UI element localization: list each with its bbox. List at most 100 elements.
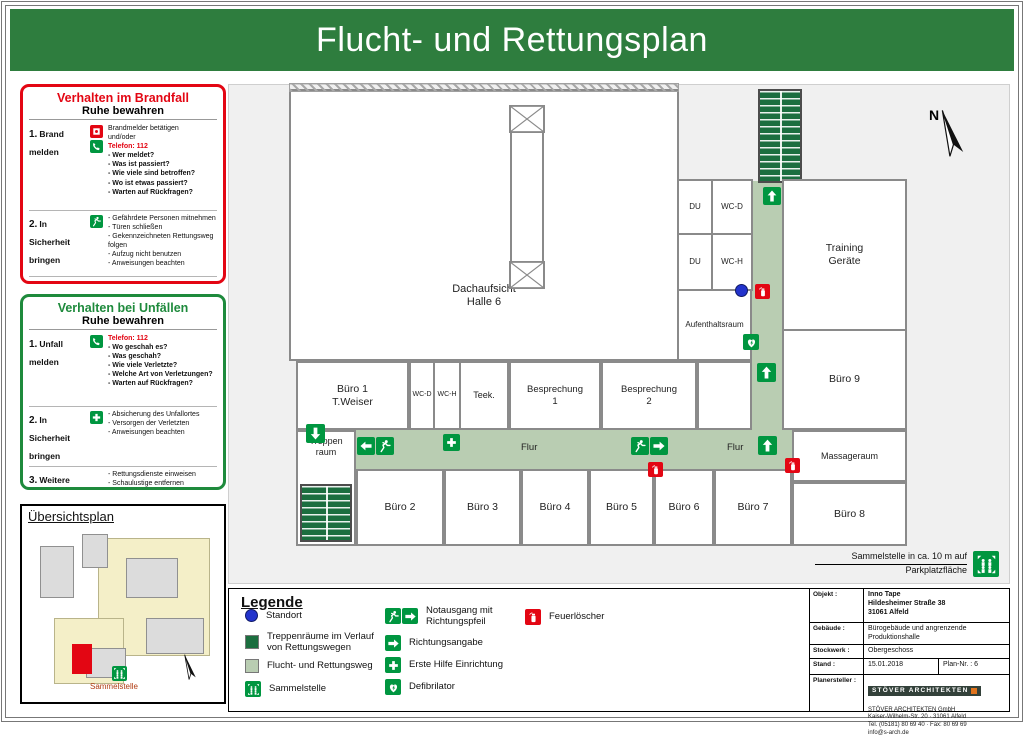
- info-panel: Objekt : Inno Tape Hildesheimer Straße 3…: [809, 589, 1009, 736]
- arrow-left-icon: [357, 437, 375, 455]
- legend-item-feuerloescher: Feuerlöscher: [525, 609, 604, 625]
- phone-icon: [90, 335, 103, 348]
- legend-item-standort: Standort: [245, 609, 302, 622]
- fire-extinguisher-icon: [755, 284, 770, 299]
- room-buero-9: Büro 9: [782, 329, 907, 430]
- fire-step-1: 1.Brand melden Brandmelder betätigen und…: [29, 121, 217, 210]
- room-wc-h: WC-H: [433, 361, 461, 430]
- step-head: 1.Brand melden: [29, 124, 87, 208]
- fire-instructions-panel: Verhalten im Brandfall Ruhe bewahren 1.B…: [20, 84, 226, 284]
- room-label: Treppen raum: [309, 436, 343, 457]
- assembly-note: Sammelstelle in ca. 10 m auf Parkplatzfl…: [815, 551, 967, 576]
- room-du-2: DU: [677, 233, 713, 291]
- north-arrow: N: [929, 107, 964, 157]
- instruction-line: und/oder: [108, 134, 136, 142]
- instruction-line: - Wer meldet?: [108, 152, 155, 160]
- instruction-line: - Anweisungen beachten: [108, 429, 185, 437]
- defibrillator-icon: [743, 334, 759, 350]
- legend-item-richtung: Richtungsangabe: [385, 635, 483, 651]
- instruction-line: - Versorgen der Verletzten: [108, 420, 190, 428]
- title-bar: Flucht- und Rettungsplan: [10, 9, 1014, 71]
- legend-label: Erste Hilfe Einrichtung: [409, 659, 503, 671]
- architect-address: STÖVER ARCHITEKTEN GmbH Kaiser-Wilhelm-S…: [868, 706, 967, 737]
- emergency-exit-sign: [385, 608, 418, 625]
- info-row-gebaeude: Gebäude : Bürogebäude und angrenzende Pr…: [810, 623, 1009, 645]
- info-value-stand: 15.01.2018: [864, 659, 939, 674]
- info-label: Stockwerk :: [810, 645, 864, 658]
- room-unlabeled: [697, 361, 752, 430]
- architect-logo: STÖVER ARCHITEKTEN: [868, 685, 982, 696]
- corridor-label: Flur: [727, 442, 744, 453]
- instruction-line: - Wie viele sind betroffen?: [108, 170, 196, 178]
- logo-square-icon: [971, 687, 978, 694]
- escape-route-color-swatch: [245, 659, 259, 673]
- step-head: 1.Unfall melden: [29, 334, 87, 404]
- step-label: Brand melden: [29, 129, 64, 157]
- legend-item-erstehilfe: Erste Hilfe Einrichtung: [385, 657, 503, 673]
- direction-arrow-up-icon: [758, 436, 777, 455]
- instruction-line: - Wo geschah es?: [108, 344, 168, 352]
- instruction-line: - Warten auf Rückfragen?: [108, 380, 193, 388]
- step-text: Telefon: 112 - Wo geschah es? - Was gesc…: [108, 334, 217, 404]
- stairwell-bottom: [300, 484, 352, 542]
- info-value-gebaeude: Bürogebäude und angrenzende Produktionsh…: [868, 625, 967, 641]
- step-number: 1.: [29, 129, 38, 140]
- emergency-number: Telefon: 112: [108, 335, 148, 342]
- room-massageraum: Massageraum: [792, 430, 907, 482]
- fire-step-3: 3.Löschversuch unternehmen - Feuerlösche…: [29, 276, 217, 281]
- info-label: Stand :: [810, 659, 864, 674]
- step-label: In Sicherheit bringen: [29, 415, 71, 461]
- step-text: - Absicherung des Unfallortes - Versorge…: [108, 410, 217, 464]
- instruction-line: - Was ist passiert?: [108, 161, 170, 169]
- room-wc-h-top: WC-H: [711, 233, 753, 291]
- instruction-line: Brandmelder betätigen: [108, 125, 179, 132]
- first-aid-icon: [443, 434, 460, 451]
- fire-panel-subtitle: Ruhe bewahren: [29, 105, 217, 120]
- legend-panel: Legende Standort Treppenräume im Verlauf…: [228, 588, 1010, 736]
- first-aid-icon: [90, 411, 103, 424]
- minimap-current-building: [72, 644, 92, 674]
- step-icons: [90, 470, 105, 487]
- instruction-line: - Türen schließen: [108, 224, 163, 232]
- emergency-exit-right-sign: [631, 437, 668, 455]
- step-head: 3.Weitere Maßnahmen: [29, 470, 87, 487]
- instruction-line: - Was geschah?: [108, 353, 162, 361]
- fire-panel-title: Verhalten im Brandfall: [57, 91, 189, 105]
- escape-route-vertical: [752, 181, 782, 469]
- room-buero-7: Büro 7: [714, 469, 792, 546]
- room-du-1: DU: [677, 179, 713, 235]
- legend-item-treppenraeume: Treppenräume im Verlauf von Rettungswege…: [245, 631, 374, 654]
- legend-label: Defibrilator: [409, 681, 455, 693]
- step-label: In Sicherheit bringen: [29, 219, 71, 265]
- step-number: 1.: [29, 339, 38, 350]
- direction-arrow-up-icon: [763, 187, 781, 205]
- step-head: 2.In Sicherheit bringen: [29, 214, 87, 274]
- accident-instructions-panel: Verhalten bei Unfällen Ruhe bewahren 1.U…: [20, 294, 226, 490]
- emergency-exit-left-sign: [357, 437, 394, 455]
- minimap-building: [146, 618, 204, 654]
- minimap-building: [82, 534, 108, 568]
- instruction-line: - Gefährdete Personen mitnehmen: [108, 215, 216, 222]
- direction-arrow-up-icon: [757, 363, 776, 382]
- legend-label: Flucht- und Rettungsweg: [267, 660, 373, 672]
- fire-extinguisher-icon: [785, 458, 800, 473]
- room-besprechung-2: Besprechung 2: [601, 361, 697, 430]
- fire-extinguisher-icon: [525, 609, 541, 625]
- room-buero-3: Büro 3: [444, 469, 521, 546]
- instruction-line: - Gekennzeichneten Rettungsweg folgen: [108, 233, 214, 250]
- instruction-line: - Anweisungen beachten: [108, 260, 185, 268]
- fire-step-2: 2.In Sicherheit bringen - Gefährdete Per…: [29, 210, 217, 276]
- step-text: - Rettungsdienste einweisen - Schaulusti…: [108, 470, 217, 487]
- instruction-line: - Feuerlöscher benutzen: [108, 280, 217, 281]
- overview-map: Sammelstelle: [30, 532, 218, 698]
- wall-hatch: [289, 83, 679, 92]
- legend-label: Treppenräume im Verlauf von Rettungswege…: [267, 631, 374, 654]
- instruction-line: - Aufzug nicht benutzen: [108, 251, 182, 259]
- assembly-note-line-2: Parkplatzfläche: [905, 564, 967, 575]
- info-label: Objekt :: [810, 589, 864, 622]
- page-title: Flucht- und Rettungsplan: [316, 20, 708, 59]
- info-row-stand: Stand : 15.01.2018 Plan-Nr. : 6: [810, 659, 1009, 675]
- minimap-building: [126, 558, 178, 598]
- floor-plan: Dachaufsicht Halle 6 DU WC-D DU WC-H Tra…: [228, 83, 1010, 584]
- phone-icon: [90, 140, 103, 153]
